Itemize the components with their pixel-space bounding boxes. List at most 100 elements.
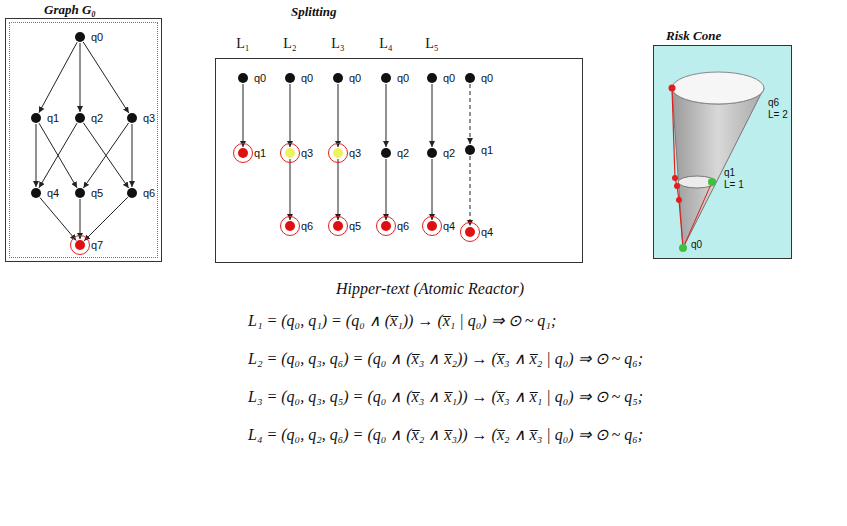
state-node: q5 <box>333 220 361 232</box>
cone-body <box>672 88 764 248</box>
state-dot <box>75 32 85 42</box>
state-dot <box>75 188 85 198</box>
panel-frame: Graph G₀q0q1q2q3q4q5q6q7 <box>5 18 162 262</box>
formula-text: L₂ = (q₀, q₃, q₆) = (q₀ ∧ (x̅₃ ∧ x̅₂)) →… <box>248 347 643 371</box>
state-node: q6 <box>381 220 409 232</box>
risk-path <box>672 88 683 248</box>
transition-arrow <box>338 84 339 147</box>
state-dot <box>427 148 437 158</box>
transition-arrow <box>132 124 133 187</box>
transition-arrow <box>243 84 244 147</box>
state-dot <box>465 145 475 155</box>
state-label: q3 <box>143 112 155 124</box>
transition-arrow <box>432 159 433 220</box>
note-label: L= 1 <box>724 179 744 190</box>
risk-path <box>683 182 712 248</box>
state-node: q1 <box>31 112 59 124</box>
transition-arrow <box>80 43 81 112</box>
state-label: q0 <box>254 72 266 84</box>
state-label: q7 <box>91 239 103 251</box>
transition-arrow <box>470 156 471 226</box>
state-dot <box>285 73 295 83</box>
state-dot <box>285 148 295 158</box>
state-label: q3 <box>301 147 313 159</box>
transition-arrow <box>39 123 77 188</box>
path-label: L₄ <box>379 36 392 52</box>
state-dot <box>31 113 41 123</box>
state-node: q5 <box>75 187 103 199</box>
state-dot <box>679 244 687 252</box>
cone-top <box>672 72 764 104</box>
state-label: q1 <box>254 147 266 159</box>
state-label: q5 <box>349 220 361 232</box>
state-label: q2 <box>443 147 455 159</box>
state-label: q1 <box>481 144 493 156</box>
state-label: q2 <box>397 147 409 159</box>
state-label: q0 <box>481 72 493 84</box>
state-dot <box>465 73 475 83</box>
state-node: q2 <box>427 147 455 159</box>
panel-title: Graph G₀ <box>44 2 96 18</box>
risk-dot <box>669 85 676 92</box>
risk-dot <box>672 175 678 181</box>
state-node: q6 <box>127 187 155 199</box>
transition-arrow <box>470 84 471 144</box>
path-label: L₂ <box>283 36 296 52</box>
state-node: q6 <box>285 220 313 232</box>
state-node: q0 <box>381 72 409 84</box>
risk-ring <box>328 143 348 163</box>
state-dot <box>381 148 391 158</box>
state-dot <box>427 73 437 83</box>
state-node: q2 <box>75 112 103 124</box>
state-node: q4 <box>427 220 455 232</box>
risk-ring <box>280 216 300 236</box>
transition-arrow <box>84 197 128 241</box>
state-label: q4 <box>481 226 493 238</box>
cone-ground <box>654 46 791 258</box>
state-label: q0 <box>91 31 103 43</box>
transition-arrow <box>36 124 37 187</box>
state-dot <box>238 148 248 158</box>
state-node: q3 <box>285 147 313 159</box>
formula-text: L₁ = (q₀, q₁) = (q₀ ∧ (x̅₁)) → (x̅₁ | q₀… <box>248 309 556 333</box>
state-label: q6 <box>143 187 155 199</box>
transition-arrow <box>80 199 81 239</box>
state-label: q0 <box>301 72 313 84</box>
state-node: q0 <box>333 72 361 84</box>
state-dot <box>333 73 343 83</box>
state-dot <box>285 221 295 231</box>
risk-dot <box>676 197 682 203</box>
state-dot <box>333 221 343 231</box>
state-label: q0 <box>397 72 409 84</box>
transition-arrow <box>290 84 291 147</box>
state-dot <box>427 221 437 231</box>
formula-text: L₄ = (q₀, q₂, q₆) = (q₀ ∧ (x̅₂ ∧ x̅₃)) →… <box>248 423 643 447</box>
transition-arrow <box>83 123 128 188</box>
state-node: q0 <box>465 72 493 84</box>
transition-arrow <box>83 123 128 188</box>
note-label: L= 2 <box>768 109 788 120</box>
transition-arrow <box>83 42 129 113</box>
transition-arrow <box>386 159 387 220</box>
note-label: q0 <box>691 239 702 250</box>
state-node: q0 <box>285 72 313 84</box>
transition-arrow <box>290 159 291 220</box>
state-dot <box>708 178 716 186</box>
state-node: q3 <box>333 147 361 159</box>
risk-ring <box>328 216 348 236</box>
state-dot <box>127 113 137 123</box>
panel-title: Splitting <box>291 4 337 20</box>
path-label: L₅ <box>425 36 438 52</box>
state-label: q0 <box>443 72 455 84</box>
transition-arrow <box>432 84 433 147</box>
state-dot <box>238 73 248 83</box>
risk-ring <box>460 222 480 242</box>
note-label: q1 <box>724 167 735 178</box>
state-label: q6 <box>397 220 409 232</box>
panel-frame: Risk Cone <box>653 45 792 259</box>
state-label: q1 <box>47 112 59 124</box>
state-node: q4 <box>465 226 493 238</box>
state-dot <box>465 227 475 237</box>
